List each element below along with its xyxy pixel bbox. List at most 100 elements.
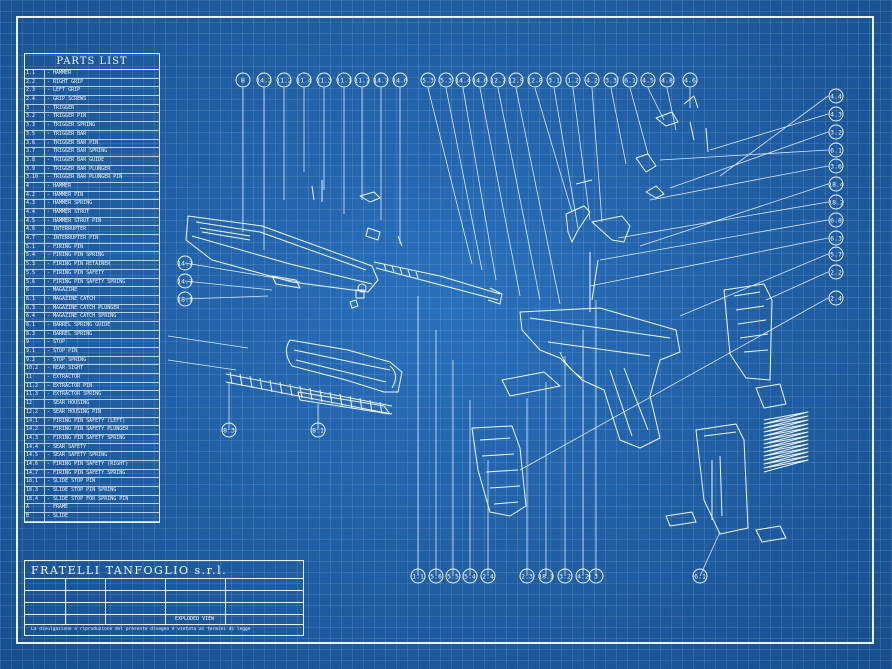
parts-list-row: 8.3- BARREL SPRING	[25, 330, 159, 340]
callout-circle	[828, 88, 844, 104]
part-name: - FIRING PIN SAFETY SPRING	[47, 469, 126, 476]
part-name: - FIRING PIN SPRING	[47, 252, 105, 259]
part-name: - LEFT GRIP	[47, 87, 81, 94]
callout-label: 5.5	[447, 572, 459, 580]
callout-circle	[588, 568, 604, 584]
part-code: 3.5	[25, 130, 45, 139]
part-code: 3.8	[25, 156, 45, 165]
parts-list-row: 9- STOP	[25, 339, 159, 348]
parts-list-row: 14.5- SEAR SAFETY SPRING	[25, 452, 159, 461]
callout-label: 4.3	[830, 110, 842, 118]
callout-label: 8.3	[223, 426, 235, 434]
parts-list-row: 8.1- BARREL SPRING GUIDE	[25, 321, 159, 331]
parts-list-row: 3.8- TRIGGER BAR GUIDE	[25, 156, 159, 166]
callout-label: 6.1	[694, 572, 706, 580]
callout-circle	[640, 72, 656, 88]
part-name: - STOP	[47, 339, 66, 346]
parts-list-row: 2.4- GRIP SCREWS	[25, 96, 159, 105]
title-block: FRATELLI TANFOGLIO s.r.l. EXPLODED VIEW …	[24, 560, 304, 636]
part-code: 6.3	[25, 304, 45, 313]
part-code: 4.3	[25, 200, 45, 208]
callout-label: 12.8	[527, 76, 543, 84]
view-name: EXPLODED VIEW	[175, 616, 215, 622]
part-code: 3.9	[25, 165, 45, 174]
callout-label: 11.2	[354, 76, 370, 84]
parts-list-row: 14.2- FIRING PIN SAFETY PLUNGER	[25, 426, 159, 435]
callout-circle	[410, 568, 426, 584]
part-name: - FRAME	[47, 504, 69, 511]
parts-list-row: 12.2- SEAR HOUSING PIN	[25, 408, 159, 418]
callout-circle	[455, 72, 471, 88]
parts-list-row: 5.6- FIRING PIN SAFETY SPRING	[25, 278, 159, 288]
parts-list-row: 6.1- MAGAZINE CATCH	[25, 295, 159, 305]
part-code: A	[25, 504, 45, 513]
part-name: - SEAR HOUSING	[47, 400, 90, 407]
callout-label: 3	[594, 572, 598, 580]
part-code: 18.3	[25, 487, 45, 495]
part-name: - SLIDE STOP FOR SPRING PIN	[47, 495, 129, 502]
part-code: 3.10	[25, 174, 45, 182]
part-code: 2.3	[25, 87, 45, 96]
callout-label: 14.4	[455, 76, 471, 84]
callout-circle	[354, 72, 370, 88]
parts-list-row: 9.1- STOP PIN	[25, 348, 159, 357]
callout-label: 11.2	[276, 76, 292, 84]
callout-label: 2.4	[482, 572, 494, 580]
parts-list-row: 5.1- FIRING PIN	[25, 243, 159, 253]
callout-label: 18.2	[828, 198, 844, 206]
part-code: 18.1	[25, 478, 45, 486]
trigger-part	[565, 205, 591, 243]
callout-label: 2.4	[830, 294, 842, 302]
sheet-border	[16, 16, 874, 644]
parts-list-title: PARTS LIST	[25, 54, 159, 70]
parts-list-row: 4.6- INTERRUPTER	[25, 226, 159, 236]
parts-list-row: 18.4- SLIDE STOP FOR SPRING PIN	[25, 495, 159, 505]
callout-circle	[584, 72, 600, 88]
part-name: - STOP SPRING	[47, 356, 87, 363]
part-code: 3	[25, 104, 45, 113]
part-name: - TRIGGER	[47, 104, 75, 111]
callout-label: 2.2	[830, 268, 842, 276]
part-code: 6.4	[25, 313, 45, 321]
part-code: B	[25, 513, 45, 521]
callout-label: 3.1	[548, 76, 560, 84]
callout-label: B	[241, 76, 245, 84]
callout-circle	[565, 72, 581, 88]
callout-label: 3.2	[830, 128, 842, 136]
part-name: - HAMMER STRUT	[47, 209, 90, 215]
callout-circle	[828, 246, 844, 262]
parts-list-row: 6.4- MAGAZINE CATCH SPRING	[25, 313, 159, 322]
callout-circle	[828, 194, 844, 210]
callout-label: 4.6	[684, 76, 696, 84]
parts-list-row: A- FRAME	[25, 504, 159, 514]
callout-circle	[310, 422, 326, 438]
part-code: 18.4	[25, 495, 45, 504]
barrel-part	[286, 339, 403, 393]
part-code: 14.2	[25, 426, 45, 434]
part-name: - FIRING PIN SAFETY	[47, 269, 105, 276]
parts-list-row: 3.10- TRIGGER BAR PLUNGER PIN	[25, 174, 159, 183]
part-name: - FIRING PIN SAFETY (LEFT)	[47, 417, 126, 424]
part-code: 4.7	[25, 235, 45, 243]
callout-circle	[575, 568, 591, 584]
part-code: 4.4	[25, 209, 45, 217]
callout-label: 4.8	[661, 76, 673, 84]
callout-label: 18.1	[538, 572, 554, 580]
callout-circle	[472, 72, 488, 88]
part-code: 10.2	[25, 365, 45, 374]
part-name: - MAGAZINE CATCH	[47, 295, 96, 302]
callout-label: 5.6	[430, 572, 442, 580]
part-code: 14.7	[25, 469, 45, 478]
callout-label: 6.1	[830, 146, 842, 154]
part-code: 2.4	[25, 96, 45, 104]
part-name: - FIRING PIN RETAINER	[47, 261, 111, 268]
part-code: 14.6	[25, 460, 45, 469]
parts-list-row: 14.4- SEAR SAFETY	[25, 443, 159, 453]
callout-circle	[538, 568, 554, 584]
slide-part	[185, 215, 379, 293]
part-name: - SLIDE	[47, 513, 69, 520]
callout-label: 12.7	[490, 76, 506, 84]
callout-circle	[177, 255, 193, 271]
